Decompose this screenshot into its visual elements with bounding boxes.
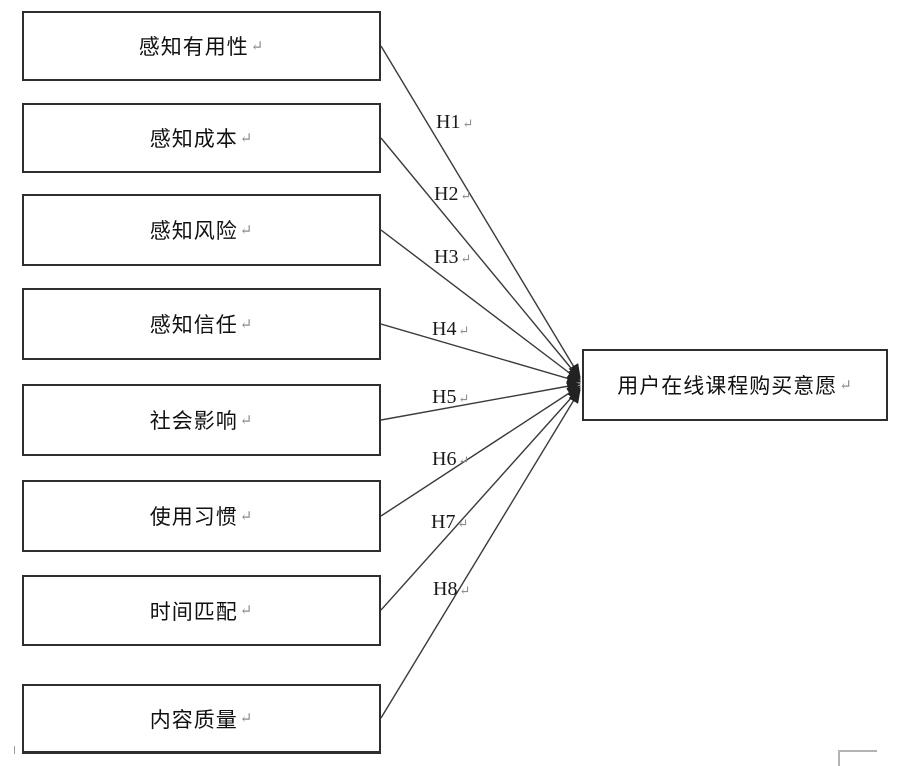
- construct-box-perceived-usefulness: 感知有用性↵: [22, 11, 381, 81]
- cutoff-box-corner: [838, 750, 877, 766]
- construct-label: 时间匹配: [149, 599, 238, 624]
- outcome-label: 用户在线课程购买意愿: [617, 374, 838, 398]
- hypothesis-label-h5: H5↵: [432, 386, 470, 408]
- arrow-h7: [380, 387, 581, 611]
- construct-label: 感知风险: [149, 219, 238, 243]
- paragraph-return-icon: ↵: [458, 391, 470, 406]
- hypothesis-label-h4: H4↵: [432, 318, 470, 340]
- construct-box-social-influence: 社会影响↵: [22, 384, 381, 456]
- construct-box-content-quality: 内容质量↵: [22, 684, 381, 754]
- paragraph-return-icon: ↵: [239, 316, 254, 333]
- paragraph-return-icon: ↵: [239, 711, 254, 727]
- construct-box-perceived-risk: 感知风险↵: [22, 194, 381, 266]
- arrow-h8: [380, 389, 581, 719]
- paragraph-return-icon: ↵: [459, 583, 471, 598]
- construct-box-perceived-trust: 感知信任↵: [22, 288, 381, 360]
- paragraph-return-icon: ↵: [239, 508, 254, 525]
- text-caret-mark: [14, 746, 15, 754]
- hypothesis-label-h3: H3↵: [434, 246, 472, 268]
- paragraph-return-icon: ↵: [458, 453, 470, 468]
- paragraph-return-icon: ↵: [239, 222, 254, 239]
- construct-label: 社会影响: [149, 409, 238, 433]
- paragraph-return-icon: ↵: [239, 603, 254, 619]
- outcome-box-purchase-intention: 用户在线课程购买意愿↵: [582, 349, 888, 421]
- construct-label: 内容质量: [149, 707, 238, 732]
- hypothesis-label-h1: H1↵: [436, 111, 474, 133]
- hypothesis-label-h7: H7↵: [431, 511, 469, 533]
- construct-label: 感知有用性: [138, 35, 249, 59]
- arrow-h4: [380, 323, 582, 384]
- paragraph-return-icon: ↵: [458, 323, 470, 338]
- arrow-h2: [380, 137, 581, 380]
- hypothesis-label-h8: H8↵: [433, 578, 471, 600]
- construct-box-time-match: 时间匹配↵: [22, 575, 381, 646]
- hypothesis-label-h2: H2↵: [434, 183, 472, 205]
- construct-label: 感知成本: [149, 127, 238, 151]
- paragraph-return-icon: ↵: [460, 188, 472, 203]
- construct-label: 感知信任: [149, 313, 238, 337]
- construct-label: 使用习惯: [149, 505, 238, 529]
- construct-box-perceived-cost: 感知成本↵: [22, 103, 381, 173]
- hypothesis-label-h6: H6↵: [432, 448, 470, 470]
- paragraph-return-icon: ↵: [250, 38, 265, 55]
- paragraph-return-icon: ↵: [460, 251, 472, 266]
- paragraph-return-icon: ↵: [457, 516, 469, 531]
- arrow-h5: [380, 380, 582, 421]
- arrow-h6: [380, 385, 581, 517]
- paragraph-return-icon: ↵: [462, 116, 474, 131]
- paragraph-return-icon: ↵: [239, 412, 254, 429]
- arrow-h3: [380, 229, 581, 382]
- paragraph-return-icon: ↵: [839, 377, 853, 394]
- arrow-h1: [380, 45, 581, 378]
- construct-box-usage-habit: 使用习惯↵: [22, 480, 381, 552]
- paragraph-return-icon: ↵: [239, 130, 254, 147]
